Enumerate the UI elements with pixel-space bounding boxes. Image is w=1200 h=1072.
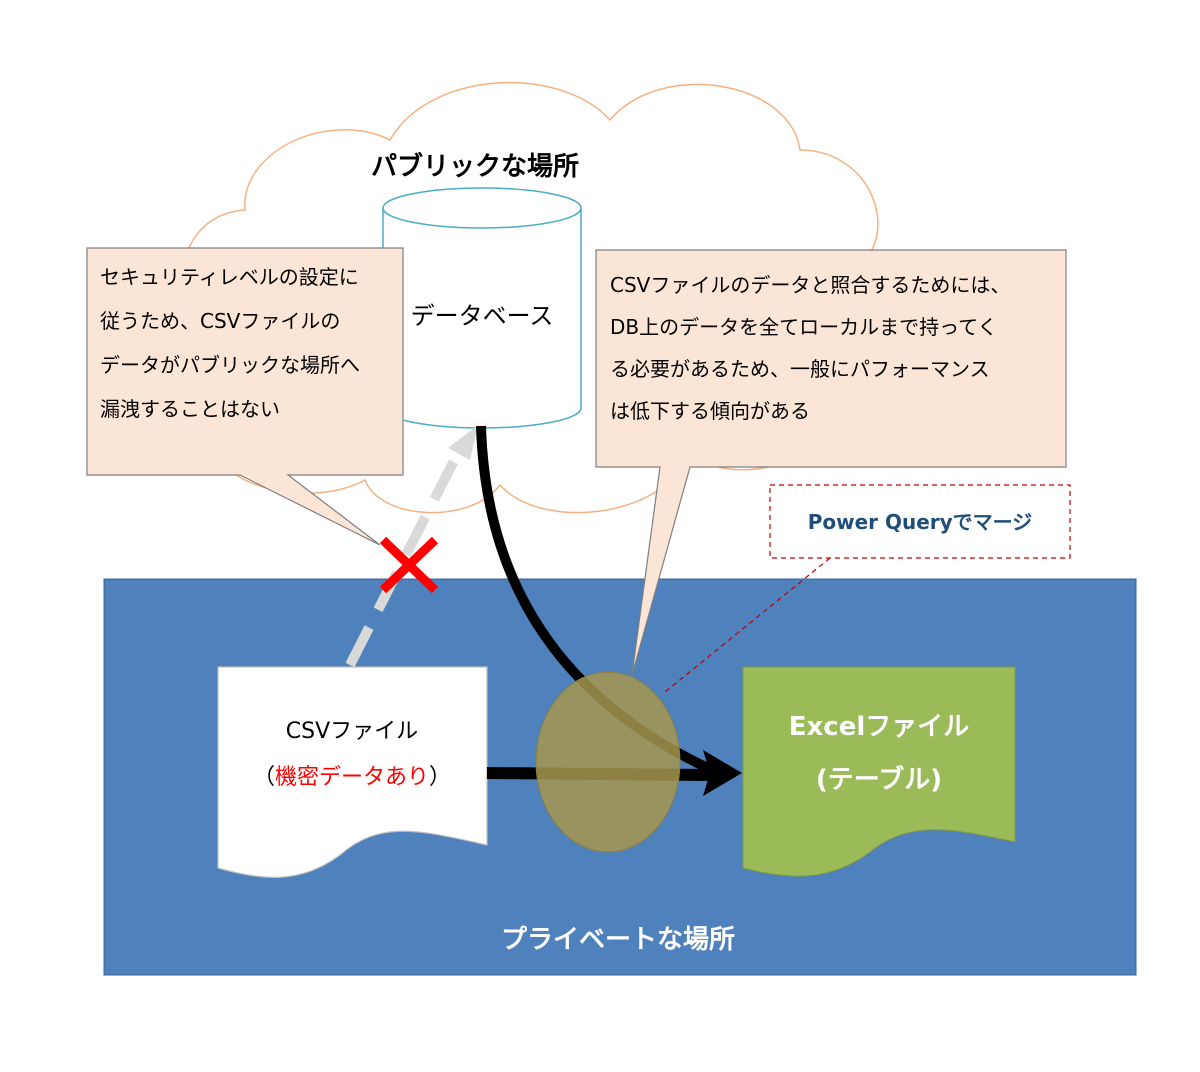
excel-document: Excelファイル (テーブル): [742, 666, 1016, 877]
csv-note-open: （: [253, 765, 275, 790]
callout-right-line: る必要があるため、一般にパフォーマンス: [610, 357, 990, 381]
csv-document-note: （機密データあり）: [253, 765, 451, 790]
callout-left-shape: [86, 247, 404, 546]
merge-label: Power Queryでマージ: [664, 484, 1071, 693]
merge-label-text: Power Queryでマージ: [808, 510, 1033, 534]
excel-document-sub: (テーブル): [816, 764, 942, 795]
cross-icon: [379, 536, 439, 594]
database-label: データベース: [411, 302, 554, 330]
merge-ellipse: [535, 671, 681, 853]
callout-left-line: 従うため、CSVファイルの: [100, 309, 340, 333]
excel-arrow-head: [703, 750, 742, 796]
callout-left-line: 漏洩することはない: [100, 397, 280, 421]
cloud-title: パブリックな場所: [371, 151, 579, 182]
merge-label-box: [769, 484, 1071, 559]
csv-document: CSVファイル （機密データあり）: [217, 666, 488, 878]
csv-document-name: CSVファイル: [286, 719, 418, 744]
callout-left-line: データがパブリックな場所へ: [100, 353, 360, 377]
blocked-arrow: [345, 425, 478, 668]
blocked-arrow-head: [448, 425, 478, 460]
callout-right-line: CSVファイルのデータと照合するためには、: [610, 273, 1010, 297]
private-area-label: プライベートな場所: [501, 925, 735, 955]
excel-document-shape: [742, 666, 1016, 877]
callout-left: セキュリティレベルの設定に 従うため、CSVファイルの データがパブリックな場所…: [86, 247, 404, 546]
excel-document-name: Excelファイル: [789, 712, 970, 742]
callout-left-line: セキュリティレベルの設定に: [100, 265, 359, 289]
csv-note-text: 機密データあり: [275, 765, 429, 790]
csv-document-shape: [217, 666, 488, 878]
blocked-arrow-line: [345, 442, 467, 668]
callout-right-shape: [595, 249, 1067, 676]
database-top: [382, 187, 582, 229]
csv-note-close: ）: [429, 765, 451, 790]
database-cylinder: データベース: [382, 187, 582, 429]
callout-right-line: は低下する傾向がある: [610, 399, 810, 423]
callout-right: CSVファイルのデータと照合するためには、 DB上のデータを全てローカルまで持っ…: [595, 249, 1067, 676]
callout-right-line: DB上のデータを全てローカルまで持ってく: [610, 315, 998, 339]
